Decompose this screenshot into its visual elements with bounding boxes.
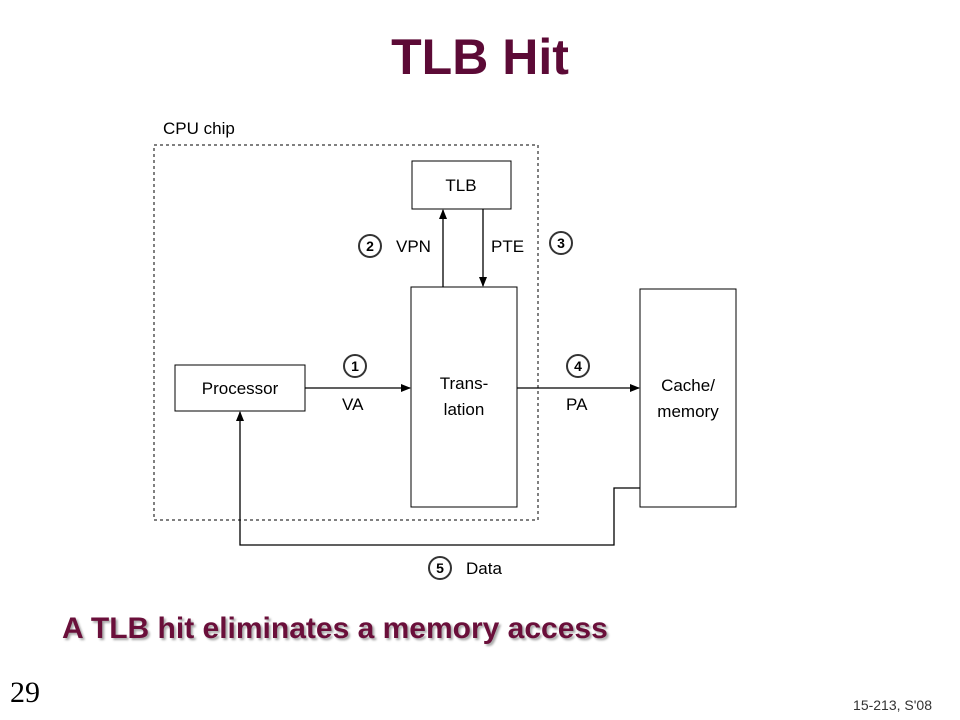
data-arrow (236, 411, 640, 546)
step-badge-1-number: 1 (351, 358, 359, 374)
data-label: Data (466, 559, 502, 578)
tlb-box (411, 160, 512, 210)
pte-label: PTE (491, 237, 524, 256)
va-label: VA (342, 395, 364, 414)
slide-caption: A TLB hit eliminates a memory access (62, 612, 608, 645)
tlb-label: TLB (445, 176, 476, 195)
step-badge-5: 5 (428, 556, 452, 580)
step-badge-4: 4 (566, 354, 590, 378)
translation-box (410, 286, 518, 508)
cache-label-line2: memory (657, 402, 719, 421)
course-code: 15-213, S'08 (853, 697, 932, 713)
pa-label: PA (566, 395, 588, 414)
cache-memory-box (639, 288, 737, 508)
step-badge-1: 1 (343, 354, 367, 378)
cpu-chip-boundary (153, 144, 539, 521)
step-badge-3-number: 3 (557, 235, 565, 251)
vpn-label: VPN (396, 237, 431, 256)
step-badge-2-number: 2 (366, 238, 374, 254)
cpu-chip-label: CPU chip (163, 119, 235, 138)
step-badge-2: 2 (358, 234, 382, 258)
processor-label: Processor (202, 379, 279, 398)
slide-number: 29 (10, 676, 40, 709)
translation-label-line1: Trans- (440, 374, 489, 393)
translation-label-line2: lation (444, 400, 485, 419)
slide-title: TLB Hit (391, 29, 569, 85)
cache-label-line1: Cache/ (661, 376, 715, 395)
step-badge-4-number: 4 (574, 358, 582, 374)
step-badge-3: 3 (549, 231, 573, 255)
step-badge-5-number: 5 (436, 560, 444, 576)
